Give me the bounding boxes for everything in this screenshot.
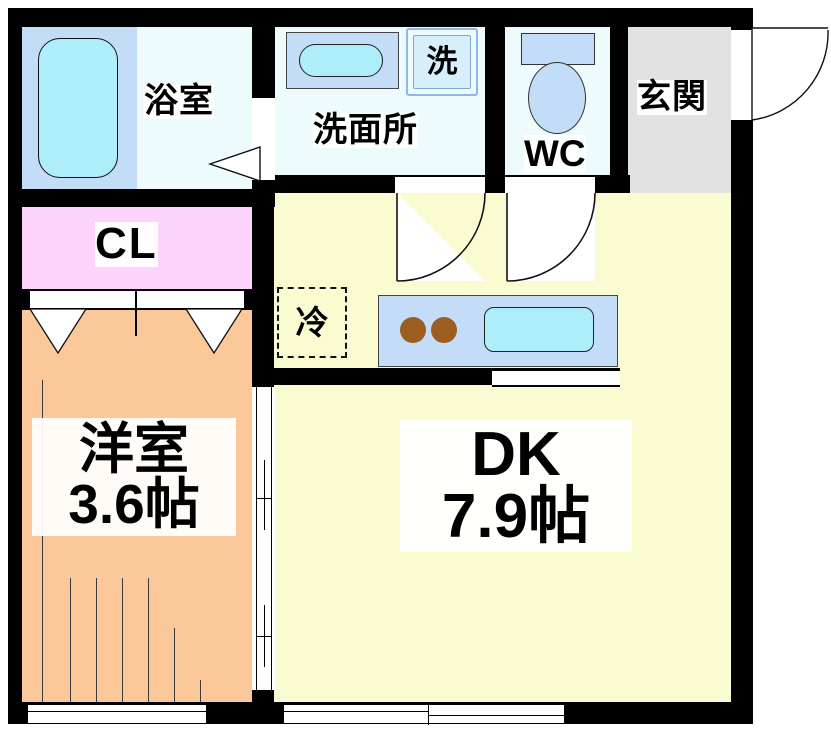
exterior-wall-right — [731, 8, 753, 724]
floor-line-2 — [70, 578, 71, 702]
interior-wall-room-dk-bottom-stub — [252, 690, 274, 704]
washitsu-window — [28, 705, 128, 723]
sliding-door-room-dk — [253, 387, 275, 690]
floor-line-4 — [122, 578, 123, 702]
washitsu-label-block: 洋室 3.6帖 — [32, 418, 236, 536]
closet-fold-arrow-right — [185, 309, 243, 355]
washroom-label: 洗面所 — [313, 111, 418, 149]
entrance-label: 玄関 — [637, 78, 707, 116]
refrigerator-space: 冷 — [277, 287, 347, 358]
toilet-bowl — [528, 62, 586, 134]
dk-balcony-line-right — [429, 715, 564, 716]
kitchen-counter-front-edge — [492, 385, 620, 387]
stove-burner-left — [400, 317, 426, 343]
closet-door-center-mullion — [135, 291, 137, 336]
sliding-door-panel-d — [256, 636, 272, 637]
dk-balcony-door-right — [429, 705, 564, 723]
floor-line-7 — [200, 680, 201, 702]
kitchen-sink — [484, 307, 594, 352]
floor-line-3 — [96, 578, 97, 702]
interior-wall-wc-genkan — [610, 8, 628, 193]
closet-door-band — [30, 291, 244, 308]
vanity-basin — [299, 44, 383, 77]
kitchen-counter-wall-right — [492, 368, 620, 371]
sliding-door-track-inner — [271, 387, 272, 690]
exterior-wall-top — [8, 8, 753, 30]
washing-machine-space: 洗 — [406, 28, 478, 96]
dk-balcony-line-left — [284, 711, 429, 712]
sliding-door-track-outer — [256, 387, 257, 690]
interior-wall-top-row-bottom — [22, 189, 252, 207]
closet-fold-arrow-left — [29, 309, 87, 355]
interior-wall-room-dk-upper — [252, 289, 274, 381]
kitchen-counter-front-panel — [492, 371, 620, 385]
sliding-door-panel-b — [256, 498, 272, 499]
closet-label: CL — [95, 219, 158, 268]
washitsu-window-line-top — [28, 711, 128, 712]
fridge-label: 冷 — [295, 303, 329, 341]
bathtub — [38, 38, 118, 178]
dk-label-block: DK 7.9帖 — [400, 420, 632, 552]
interior-wall-washroom-wc — [485, 8, 505, 193]
dk-balcony-door-left — [284, 705, 429, 723]
kitchen-counter-wall — [262, 368, 492, 385]
entrance-door-swing — [751, 27, 829, 121]
bath-label: 浴室 — [144, 82, 214, 120]
washitsu-window-line-2 — [128, 711, 206, 712]
dk-balcony-mullion — [428, 703, 429, 725]
dk-size: 7.9帖 — [441, 482, 591, 551]
wc-door-swing — [506, 192, 596, 282]
floor-line-1 — [42, 380, 43, 702]
washitsu-size: 3.6帖 — [68, 473, 200, 535]
washroom-door-opening — [395, 177, 485, 193]
entrance-door-opening — [731, 30, 753, 120]
dk-name: DK — [471, 420, 561, 489]
floor-line-6 — [174, 628, 175, 702]
wc-door-opening — [505, 177, 595, 193]
bath-door-swing — [207, 146, 261, 182]
floor-line-5 — [148, 578, 149, 702]
washitsu-name: 洋室 — [78, 418, 189, 480]
toilet-label: WC — [524, 133, 586, 174]
toilet-tank — [521, 33, 595, 65]
sliding-door-panel-a — [264, 460, 265, 530]
washitsu-window-2 — [128, 705, 206, 723]
interior-wall-left-spine — [252, 207, 274, 289]
washer-label: 洗 — [426, 44, 458, 80]
washroom-door-swing — [396, 192, 486, 282]
stove-burner-right — [431, 317, 457, 343]
